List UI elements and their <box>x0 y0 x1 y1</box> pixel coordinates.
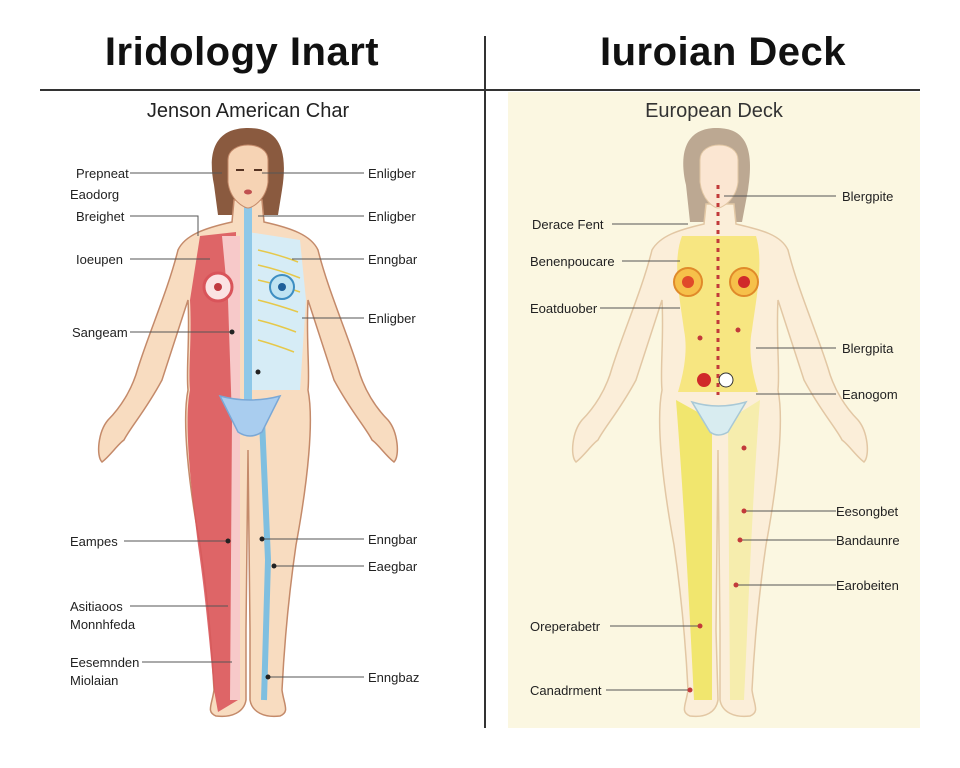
left-breast-blue-dot <box>278 283 286 291</box>
right-label-r6: Earobeiten <box>836 578 899 593</box>
right-label-3: Eoatduober <box>530 301 598 316</box>
main-title-right: Iuroian Deck <box>599 30 847 74</box>
left-figure <box>97 128 399 718</box>
right-figure <box>571 128 869 718</box>
right-leader-lines <box>600 195 836 691</box>
left-label-r5: Enngbar <box>368 532 418 547</box>
right-label-2: Benenpoucare <box>530 254 615 269</box>
right-body <box>571 203 869 718</box>
left-label-7: Asitiaoos <box>70 599 123 614</box>
right-label-5: Canadrment <box>530 683 602 698</box>
left-label-8: Monnhfeda <box>70 617 136 632</box>
left-label-r3: Enngbar <box>368 252 418 267</box>
left-label-r2: Enligber <box>368 209 416 224</box>
left-label-10: Miolaian <box>70 673 119 688</box>
chart-subtitle-left: Jenson American Char <box>146 100 350 122</box>
left-label-5: Sangeam <box>72 325 128 340</box>
left-label-6: Eampes <box>70 534 118 549</box>
left-leader-lines <box>124 172 364 678</box>
left-lips <box>244 189 252 195</box>
left-label-2: Eaodorg <box>70 187 120 202</box>
left-label-r4: Enligber <box>368 311 416 326</box>
left-body <box>97 199 399 718</box>
left-label-9: Eesemnden <box>70 655 140 670</box>
left-face <box>227 144 269 209</box>
right-leg-yellow-left <box>676 400 712 700</box>
left-pink-band <box>222 236 240 700</box>
left-label-r6: Eaegbar <box>368 559 418 574</box>
right-hip-red-dot <box>697 373 711 387</box>
left-pelvis-zone <box>218 394 282 437</box>
left-breast-red-dot <box>214 283 222 291</box>
left-label-r1: Enligber <box>368 166 416 181</box>
vertical-divider <box>484 36 486 728</box>
right-label-r4: Eesongbet <box>836 504 899 519</box>
right-label-4: Oreperabetr <box>530 619 601 634</box>
right-label-r1: Blergpite <box>842 189 894 204</box>
right-breast-right-dot <box>738 276 750 288</box>
right-marker-dots <box>687 327 747 693</box>
left-label-1: Prepneat <box>76 166 129 181</box>
right-pelvis-zone <box>690 400 748 436</box>
main-title-left: Iridology Inart <box>104 30 380 74</box>
right-breast-left-dot <box>682 276 694 288</box>
right-face <box>699 144 739 209</box>
right-hip-white-dot <box>718 372 734 388</box>
horizontal-divider <box>40 89 920 91</box>
chart-subtitle-right: European Deck <box>645 100 783 122</box>
left-label-3: Breighet <box>76 209 125 224</box>
right-label-1: Derace Fent <box>532 217 604 232</box>
left-marker-dots <box>225 329 277 680</box>
left-label-4: Ioeupen <box>76 252 123 267</box>
left-leg-blue-line <box>259 419 272 701</box>
right-leg-yellow-right <box>728 400 760 700</box>
left-red-zone <box>187 232 238 712</box>
right-label-r5: Bandaunre <box>836 533 900 548</box>
right-label-r2: Blergpita <box>842 341 894 356</box>
right-label-r3: Eanogom <box>842 387 898 402</box>
left-label-r7: Enngbaz <box>368 670 420 685</box>
